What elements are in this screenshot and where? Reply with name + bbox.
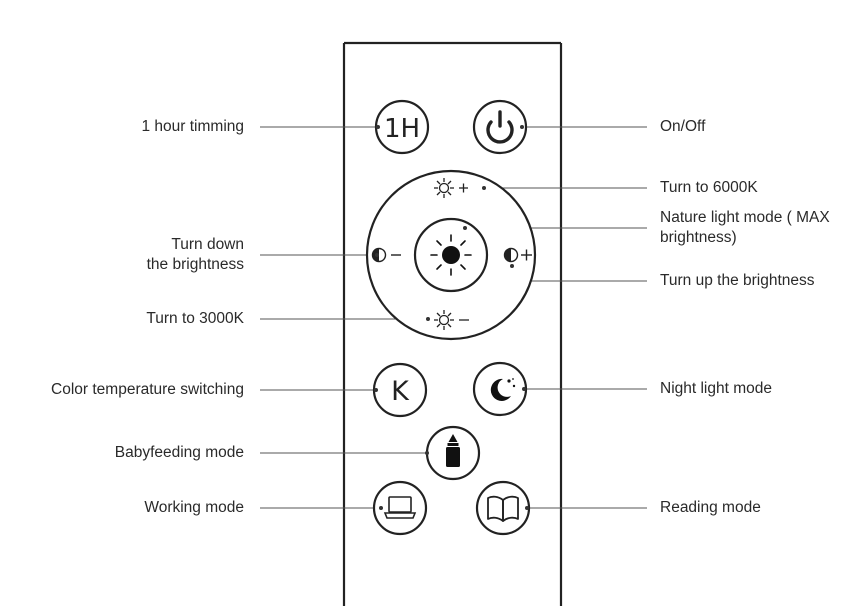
cct-3000k-button[interactable] xyxy=(434,310,469,330)
label-dim-down: Turn down the brightness xyxy=(146,236,244,273)
label-night: Night light mode xyxy=(660,380,773,397)
label-reading: Reading mode xyxy=(660,499,761,516)
label-timer: 1 hour timming xyxy=(141,118,244,135)
dim-up-icon xyxy=(503,247,532,263)
label-3000k: Turn to 3000K xyxy=(146,310,244,327)
night-light-button[interactable] xyxy=(472,361,528,417)
timer-button[interactable]: 1H xyxy=(374,99,430,155)
leader-dots xyxy=(374,125,529,510)
remote-body xyxy=(342,41,563,606)
sun-minus-icon xyxy=(434,310,469,330)
cct-6000k-button[interactable] xyxy=(434,178,468,198)
cct-switch-button[interactable]: K xyxy=(372,362,428,418)
reading-mode-button[interactable] xyxy=(475,480,531,536)
working-mode-button[interactable] xyxy=(372,480,428,536)
label-bright-up: Turn up the brightness xyxy=(660,272,815,289)
sun-plus-icon xyxy=(434,178,468,198)
label-working: Working mode xyxy=(144,499,244,516)
leader-lines xyxy=(260,126,647,509)
moon-stars-icon xyxy=(490,378,516,401)
power-button[interactable] xyxy=(472,99,528,155)
open-book-icon xyxy=(487,495,519,522)
cct-switch-button-label: K xyxy=(391,376,410,407)
label-6000k: Turn to 6000K xyxy=(660,179,758,196)
bright-up-button[interactable] xyxy=(503,247,533,263)
timer-button-label: 1H xyxy=(384,114,420,144)
babyfeeding-button[interactable] xyxy=(425,425,481,481)
power-icon xyxy=(486,110,514,144)
baby-bottle-icon xyxy=(446,434,460,467)
label-on-off: On/Off xyxy=(660,118,706,135)
label-nature: Nature light mode ( MAX brightness) xyxy=(660,209,830,246)
sun-icon xyxy=(430,234,472,276)
nature-light-button[interactable] xyxy=(413,217,489,293)
label-baby: Babyfeeding mode xyxy=(114,444,244,461)
laptop-icon xyxy=(383,496,417,519)
label-cct-switch: Color temperature switching xyxy=(51,381,244,398)
